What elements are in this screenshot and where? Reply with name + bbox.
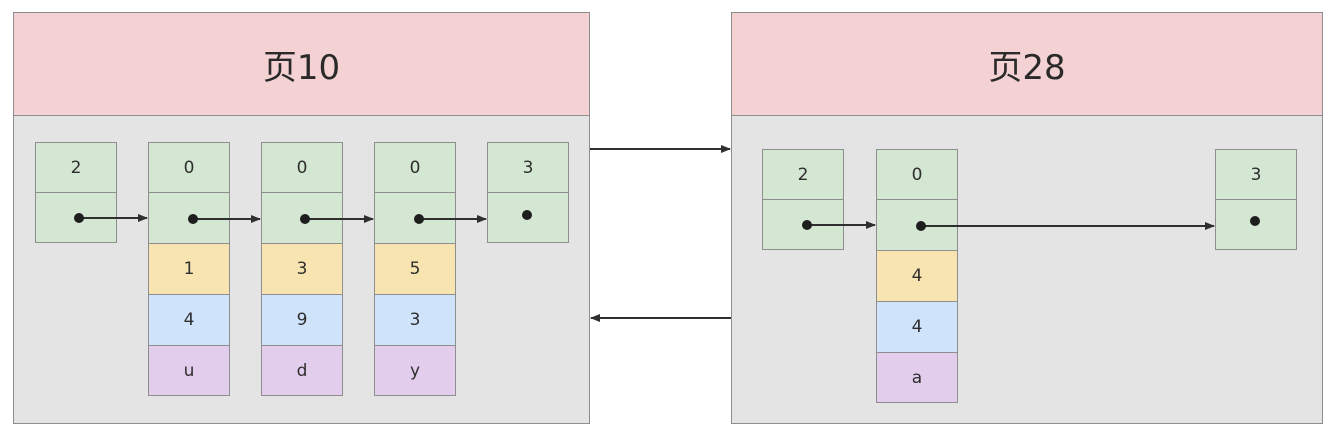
record-field: 5 <box>374 243 456 295</box>
pointer-dot <box>916 221 926 231</box>
page-title: 页10 <box>14 13 589 116</box>
record-header: 3 <box>1215 149 1297 200</box>
record-header: 2 <box>35 142 117 193</box>
record-header: 0 <box>261 142 343 193</box>
record-field: 1 <box>148 243 230 295</box>
record-next-pointer <box>487 192 569 243</box>
page-title: 页28 <box>732 13 1322 116</box>
record-field: 3 <box>261 243 343 295</box>
record-header: 0 <box>374 142 456 193</box>
pointer-dot <box>188 214 198 224</box>
record-field: y <box>374 345 456 396</box>
record-field: 4 <box>148 294 230 346</box>
record-field: d <box>261 345 343 396</box>
record-field: 4 <box>876 250 958 302</box>
pointer-dot <box>300 214 310 224</box>
pointer-dot <box>74 213 84 223</box>
pointer-dot <box>802 220 812 230</box>
record-field: 9 <box>261 294 343 346</box>
record-field: a <box>876 352 958 403</box>
pointer-dot <box>522 210 532 220</box>
record-header: 0 <box>148 142 230 193</box>
record-field: u <box>148 345 230 396</box>
pointer-dot <box>414 214 424 224</box>
pointer-dot <box>1250 216 1260 226</box>
record-field: 3 <box>374 294 456 346</box>
